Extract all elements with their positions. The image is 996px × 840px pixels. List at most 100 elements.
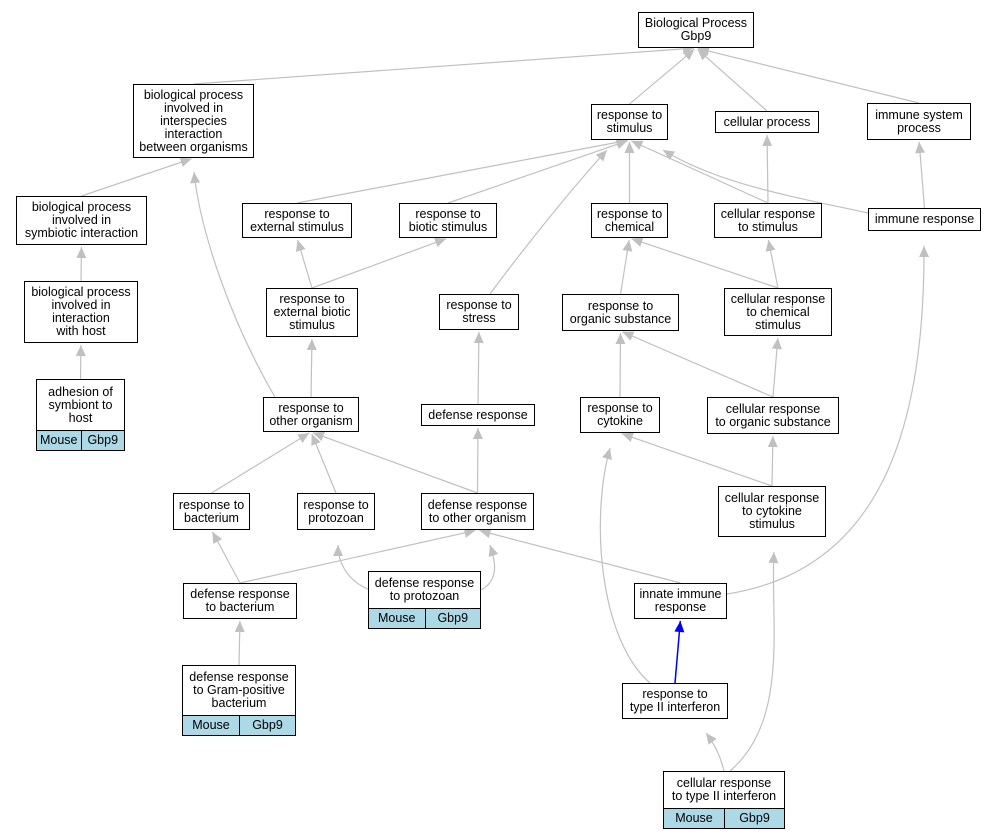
arrowhead	[473, 331, 484, 344]
term-label-line: protozoan	[308, 510, 364, 525]
edge-cellular-response-ifn-gamma-to-response-ifn-gamma	[705, 732, 725, 772]
gene-cell[interactable]: Gbp9	[724, 809, 784, 828]
gene-cell[interactable]: Gbp9	[80, 431, 124, 450]
arrowhead	[212, 531, 223, 544]
gene-cell[interactable]: Gbp9	[424, 609, 480, 628]
arrowhead	[479, 528, 492, 539]
edge-line	[631, 238, 779, 289]
arrowhead	[615, 332, 626, 345]
edge-response-other-org-to-bp-interspecies	[190, 171, 276, 398]
arrowhead	[306, 338, 317, 351]
arrowhead	[75, 344, 86, 357]
term-label-line: cellular response	[730, 291, 826, 306]
term-label-line: response to	[278, 400, 344, 415]
edge-line	[312, 432, 478, 494]
edge-line	[311, 238, 447, 289]
edge-adhesion-to-bp-host	[75, 344, 86, 380]
term-label-line: interaction	[52, 311, 110, 325]
edge-cellular-response-stimulus-to-cellular-process	[762, 134, 773, 204]
term-label-line: response to	[642, 687, 708, 701]
arrowhead	[919, 246, 930, 258]
edge-line	[918, 141, 926, 209]
term-label-line: biological process	[31, 200, 132, 214]
term-label-line: response to	[415, 206, 481, 221]
arrowhead	[768, 552, 779, 564]
edge-defense-bacterium-to-response-bacterium	[211, 531, 241, 584]
gene-cell[interactable]: Gbp9	[239, 716, 295, 735]
species-cell[interactable]: Mouse	[183, 716, 239, 735]
arrowhead	[297, 433, 310, 444]
arrowhead	[631, 140, 644, 150]
term-label-line: to chemical	[746, 304, 810, 319]
arrowhead	[488, 545, 499, 558]
arrowhead	[602, 448, 612, 460]
edge-response-stress-to-response-stimulus	[489, 149, 608, 295]
species-cell[interactable]: Mouse	[664, 809, 724, 828]
term-label-line: stimulus	[606, 121, 653, 135]
edge-line	[477, 331, 480, 405]
term-node-defense-response[interactable]: defense response	[421, 404, 535, 426]
arrowhead	[622, 239, 633, 252]
edge-line	[621, 433, 773, 487]
term-label-line: to protozoan	[389, 589, 460, 603]
edge-line	[726, 245, 925, 595]
arrowhead	[76, 246, 87, 259]
term-label-line: external biotic	[273, 305, 351, 319]
arrowhead	[434, 237, 447, 248]
species-cell[interactable]: Mouse	[369, 609, 425, 628]
species-cell[interactable]: Mouse	[37, 431, 81, 450]
edge-line	[479, 529, 681, 584]
term-label-line: external stimulus	[250, 219, 344, 234]
term-label-line: response to	[264, 206, 330, 221]
term-label-line: response to	[178, 497, 245, 512]
term-node-cellular-process[interactable]: cellular process	[715, 111, 819, 133]
term-label-line: defense response	[189, 670, 289, 684]
arrowhead	[312, 431, 325, 442]
edge-immune-system-process-to-bp-root	[697, 46, 920, 104]
term-label-line: response to	[446, 298, 512, 312]
edge-line	[729, 551, 775, 772]
term-node-immune-response[interactable]: immune response	[868, 208, 981, 231]
arrowhead	[765, 239, 776, 252]
edge-response-external-to-response-stimulus	[296, 137, 628, 204]
term-label-line: adhesion of	[48, 384, 113, 399]
edge-cellular-response-cytokine-to-cellular-response-organic	[767, 435, 778, 487]
edge-defense-protozoan-to-defense-other-org	[480, 544, 499, 591]
term-label-line: chemical	[604, 219, 655, 234]
edge-response-stimulus-to-bp-root	[629, 48, 695, 105]
edge-response-other-org-to-response-ext-biotic	[306, 338, 317, 398]
arrowhead	[595, 150, 607, 162]
edge-defense-bacterium-to-defense-other-org	[239, 527, 476, 584]
arrowhead	[762, 134, 773, 147]
term-label-line: cellular response	[724, 491, 820, 505]
